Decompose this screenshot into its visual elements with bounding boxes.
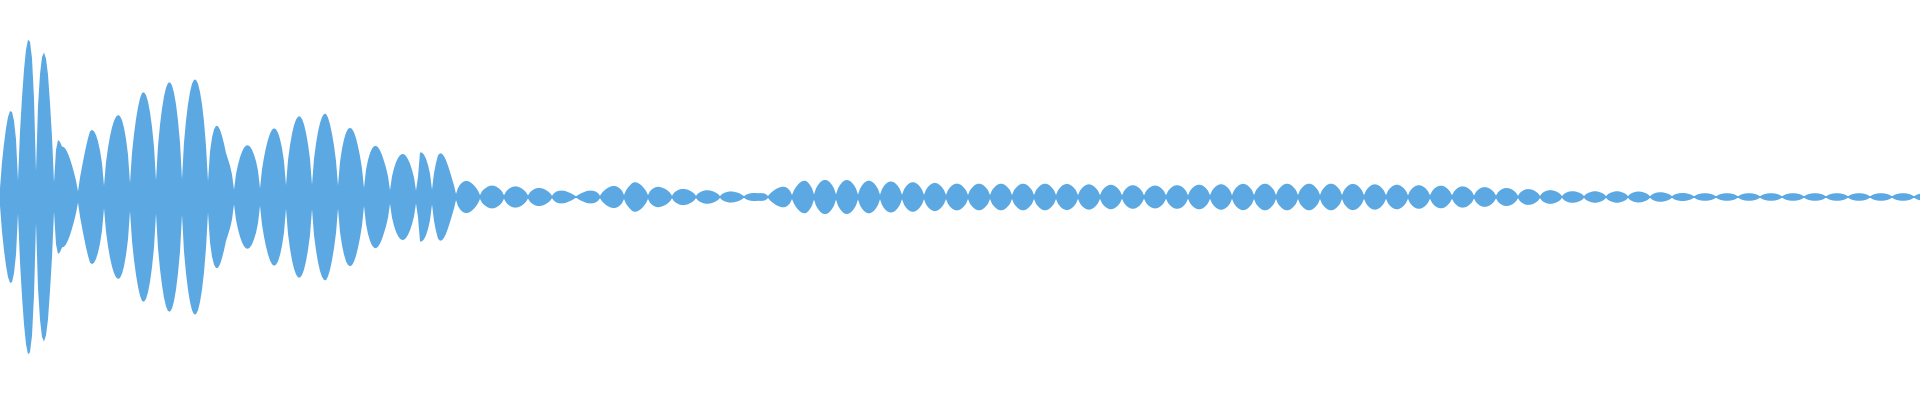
audio-waveform <box>0 39 1920 355</box>
